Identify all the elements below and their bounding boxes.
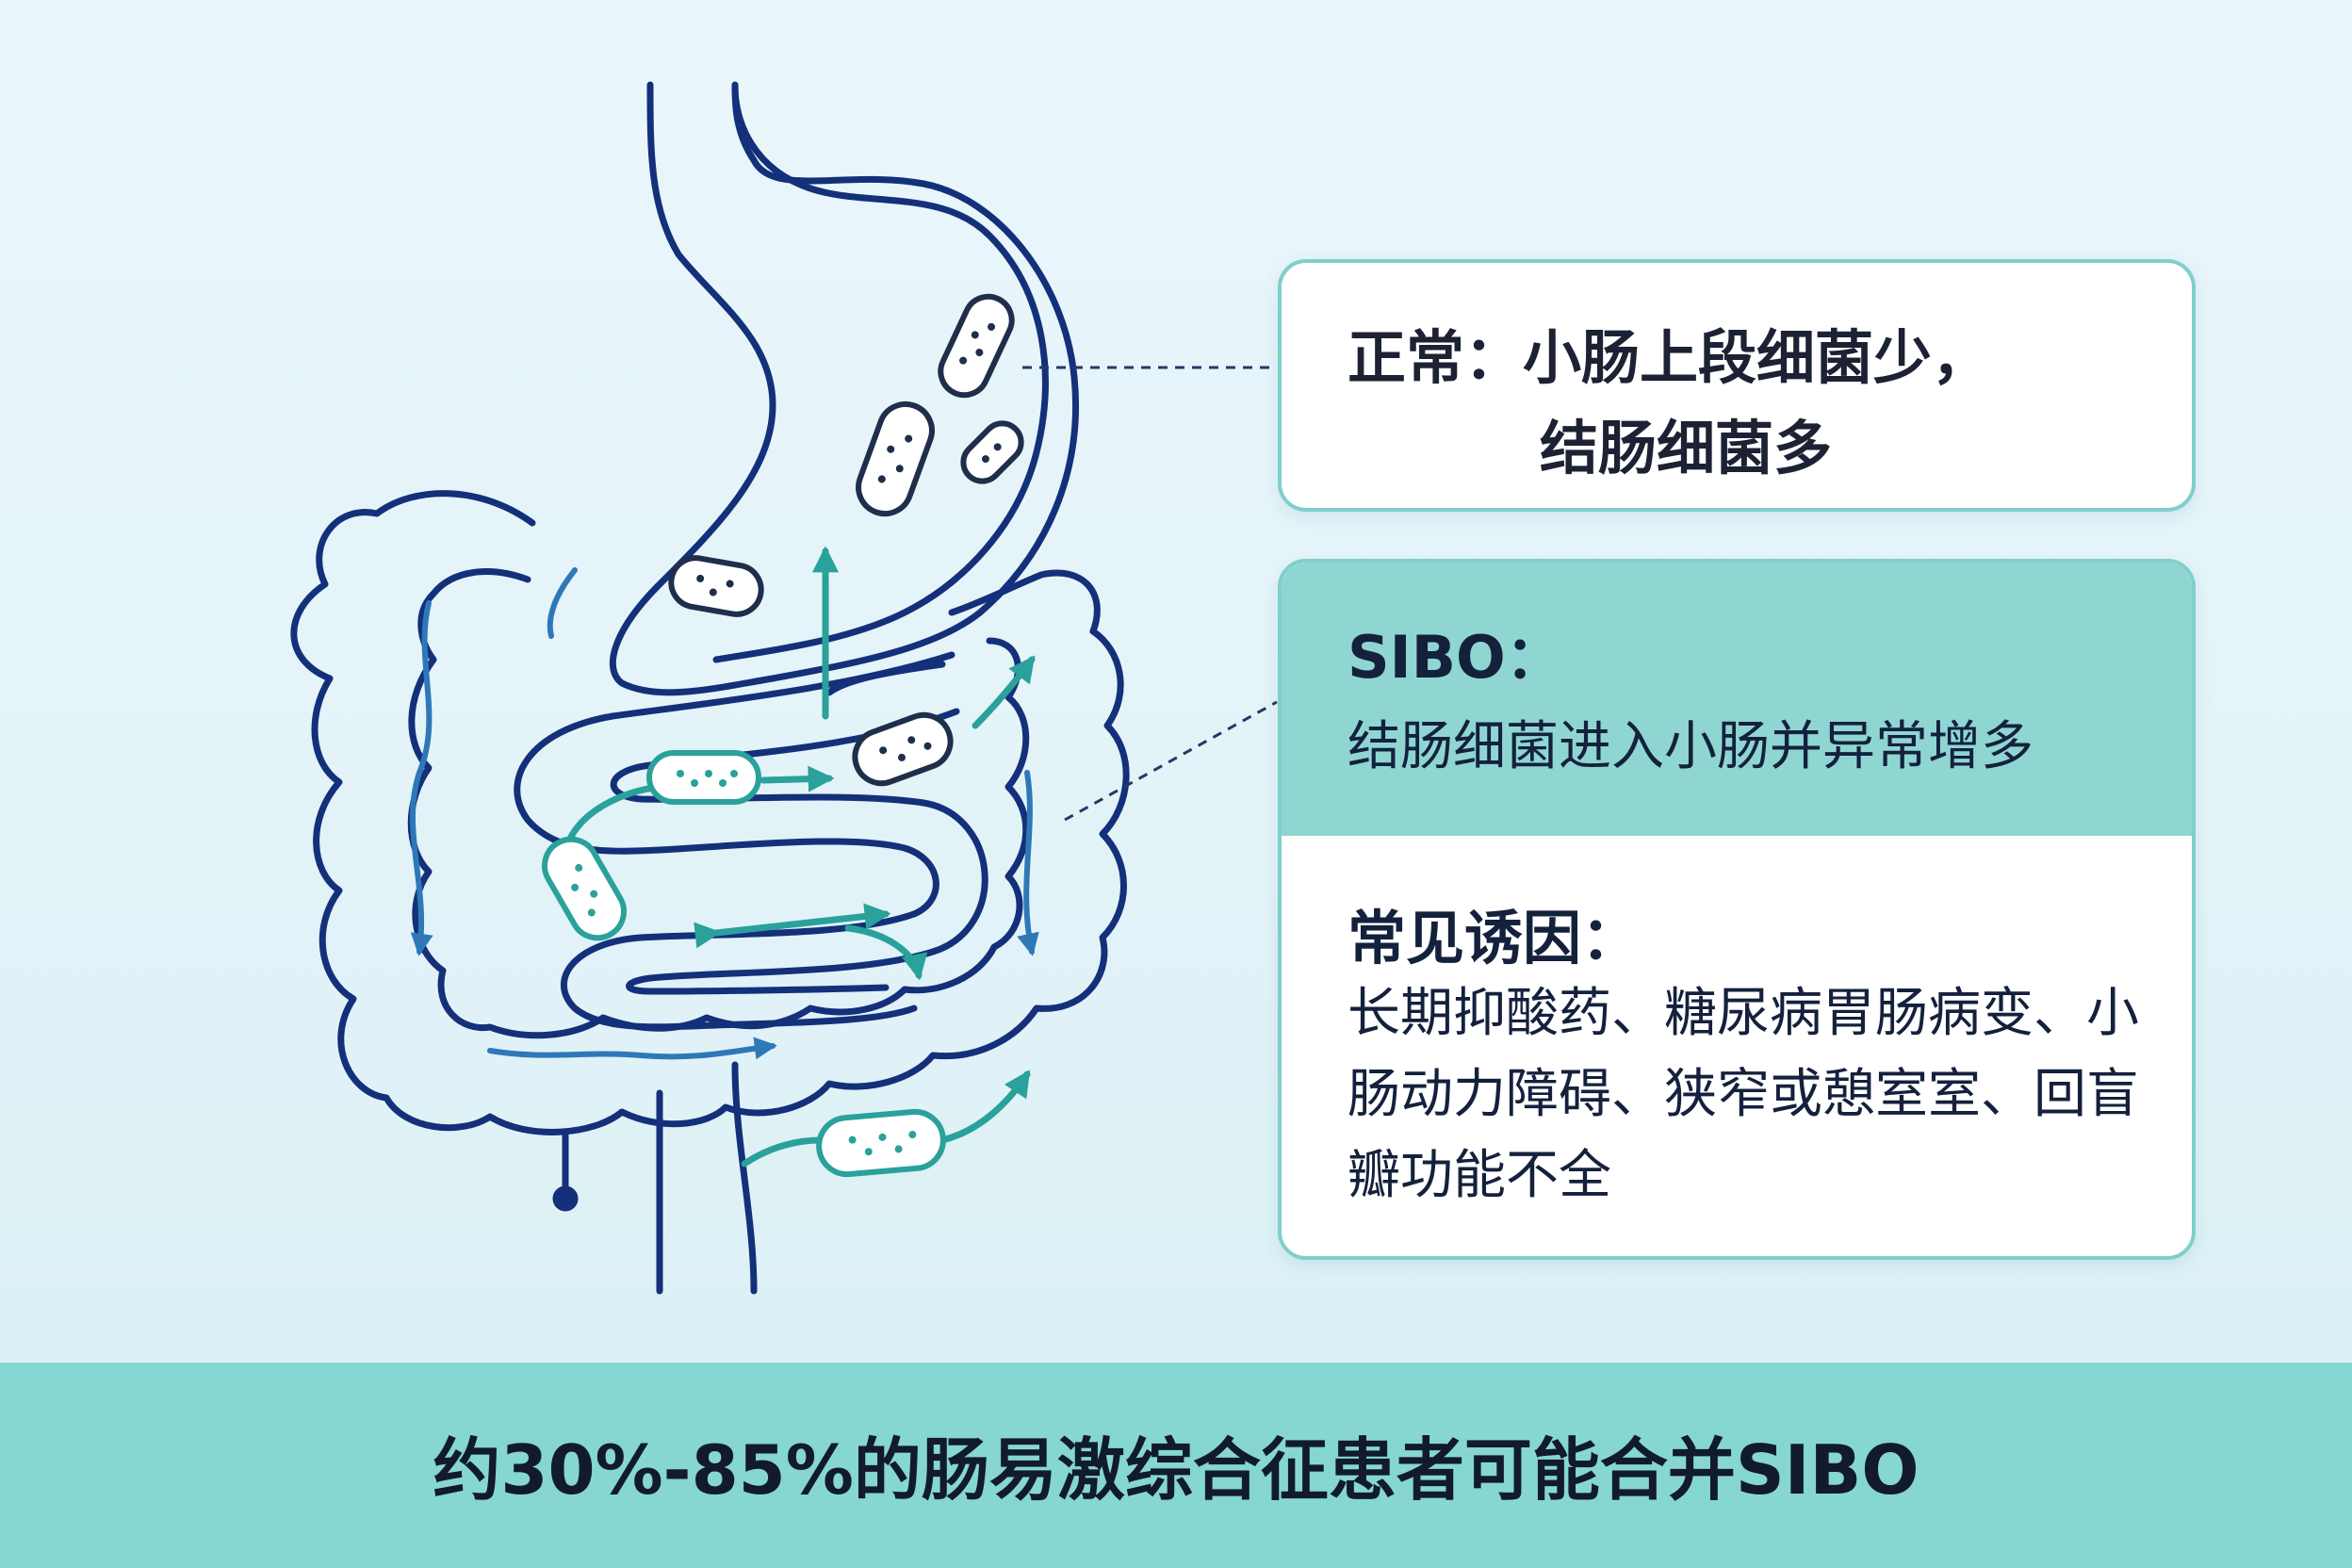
bacteria-group bbox=[542, 293, 1024, 1178]
banner-text: 约30%-85%的肠易激综合征患者可能合并SIBO bbox=[433, 1430, 1919, 1510]
arrow-middle-bidirectional bbox=[694, 903, 891, 949]
sibo-header-band bbox=[1282, 563, 2192, 836]
sibo-info-card: SIBO： 结肠细菌进入小肠并异常增多 常见诱因： 长期抑酸药、糖尿病胃肠病变、… bbox=[1278, 559, 2196, 1260]
colon-outline bbox=[290, 490, 1130, 1295]
stomach-outline bbox=[609, 81, 1080, 696]
arrow-colon-bottom-right bbox=[487, 1037, 777, 1060]
arrow-upper-right bbox=[972, 655, 1036, 729]
bacteria-icon bbox=[646, 750, 761, 805]
arrow-middle-curve bbox=[844, 924, 928, 981]
normal-info-card: 正常：小肠上段细菌少， 结肠细菌多 bbox=[1278, 259, 2196, 512]
sibo-card-title: SIBO： bbox=[1348, 623, 1564, 692]
bottom-banner: 约30%-85%的肠易激综合征患者可能合并SIBO bbox=[0, 1363, 2352, 1568]
arrow-right-top-coil bbox=[760, 765, 835, 792]
arrow-lower-left bbox=[741, 1136, 824, 1168]
arrow-lower-right bbox=[939, 1070, 1031, 1144]
flow-arrows-colon bbox=[409, 567, 1039, 1060]
bacteria-icon bbox=[668, 555, 764, 617]
bacteria-icon bbox=[938, 293, 1015, 399]
bacteria-icon bbox=[542, 836, 627, 941]
normal-card-title: 正常：小肠上段细菌少， bbox=[1348, 323, 1991, 392]
arrow-coil-left bbox=[566, 783, 663, 842]
arrow-colon-left-down bbox=[409, 600, 433, 956]
leader-line-sibo bbox=[1064, 700, 1278, 822]
bacteria-icon bbox=[960, 420, 1024, 484]
arrow-colon-right-down bbox=[1017, 770, 1039, 956]
bacteria-icon bbox=[852, 711, 954, 787]
causes-text: 长期抑酸药、糖尿病胃肠病变、小肠动力障碍、狭窄或憩室室、回盲瓣功能不全 bbox=[1348, 983, 2139, 1206]
leader-lines bbox=[1022, 366, 1278, 822]
bacteria-icon bbox=[816, 1108, 946, 1178]
normal-card-line2: 结肠细菌多 bbox=[1540, 414, 1833, 482]
sibo-card-description: 结肠细菌进入小肠并异常增多 bbox=[1348, 716, 2034, 777]
causes-title: 常见诱因： bbox=[1348, 904, 1641, 972]
bacteria-icon bbox=[856, 400, 935, 517]
flow-arrows-small-intestine bbox=[566, 546, 1036, 1168]
